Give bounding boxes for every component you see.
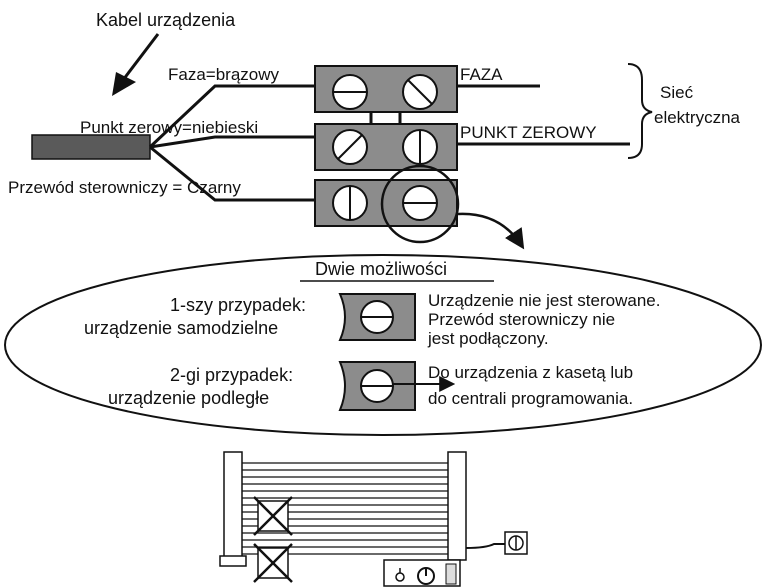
mains-label-line2: elektryczna <box>654 108 741 127</box>
case1-desc-line3: jest podłączony. <box>427 329 549 348</box>
mains-lines <box>457 84 630 146</box>
terminal-block-phase <box>314 65 458 113</box>
case2-title: 2-gi przypadek: <box>170 365 293 385</box>
case2-terminal <box>338 361 416 411</box>
wire-lines <box>148 84 315 202</box>
device-cable <box>31 134 151 160</box>
device-cable-label: Kabel urządzenia <box>96 10 236 30</box>
case1-title: 1-szy przypadek: <box>170 295 306 315</box>
towel-radiator <box>219 451 467 567</box>
detail-zoom-circle <box>380 164 460 244</box>
cross-out-icon <box>253 496 293 536</box>
case1-subtitle: urządzenie samodzielne <box>84 318 278 338</box>
mains-brace <box>627 63 653 159</box>
terminal-bridges <box>369 112 402 124</box>
screw-terminal-icon <box>402 129 438 165</box>
case1-terminal <box>338 293 416 341</box>
screw-terminal-icon <box>360 369 394 403</box>
device-cable-arrow <box>112 33 160 96</box>
cross-out-icon <box>253 543 293 583</box>
screw-terminal-icon <box>402 185 438 221</box>
screw-terminal-icon <box>360 300 394 334</box>
case1-desc-line1: Urządzenie nie jest sterowane. <box>428 291 660 310</box>
screw-terminal-icon <box>332 129 368 165</box>
case2-desc-line1: Do urządzenia z kasetą lub <box>428 363 633 382</box>
control-box-icon <box>383 559 461 587</box>
options-ellipse <box>4 254 762 436</box>
terminal-label-phase: FAZA <box>460 65 503 84</box>
wire-label-phase: Faza=brązowy <box>168 65 280 84</box>
case2-subtitle: urządzenie podległe <box>108 388 269 408</box>
screw-terminal-icon <box>402 74 438 110</box>
wire-label-control: Przewód sterowniczy = Czarny <box>8 178 241 197</box>
wire-label-neutral: Punkt zerowy=niebieski <box>80 118 258 137</box>
screw-terminal-icon <box>332 185 368 221</box>
detail-zoom-arrow <box>457 212 525 250</box>
case1-desc-line2: Przewód sterowniczy nie <box>428 310 615 329</box>
mains-label-line1: Sieć <box>660 83 694 102</box>
screw-terminal-icon <box>332 74 368 110</box>
case2-desc-line2: do centrali programowania. <box>428 389 633 408</box>
options-heading: Dwie możliwości <box>315 259 447 279</box>
wall-socket-icon <box>504 531 528 555</box>
power-cord <box>465 543 506 549</box>
terminal-label-neutral: PUNKT ZEROWY <box>460 123 597 142</box>
terminal-block-neutral <box>314 123 458 171</box>
